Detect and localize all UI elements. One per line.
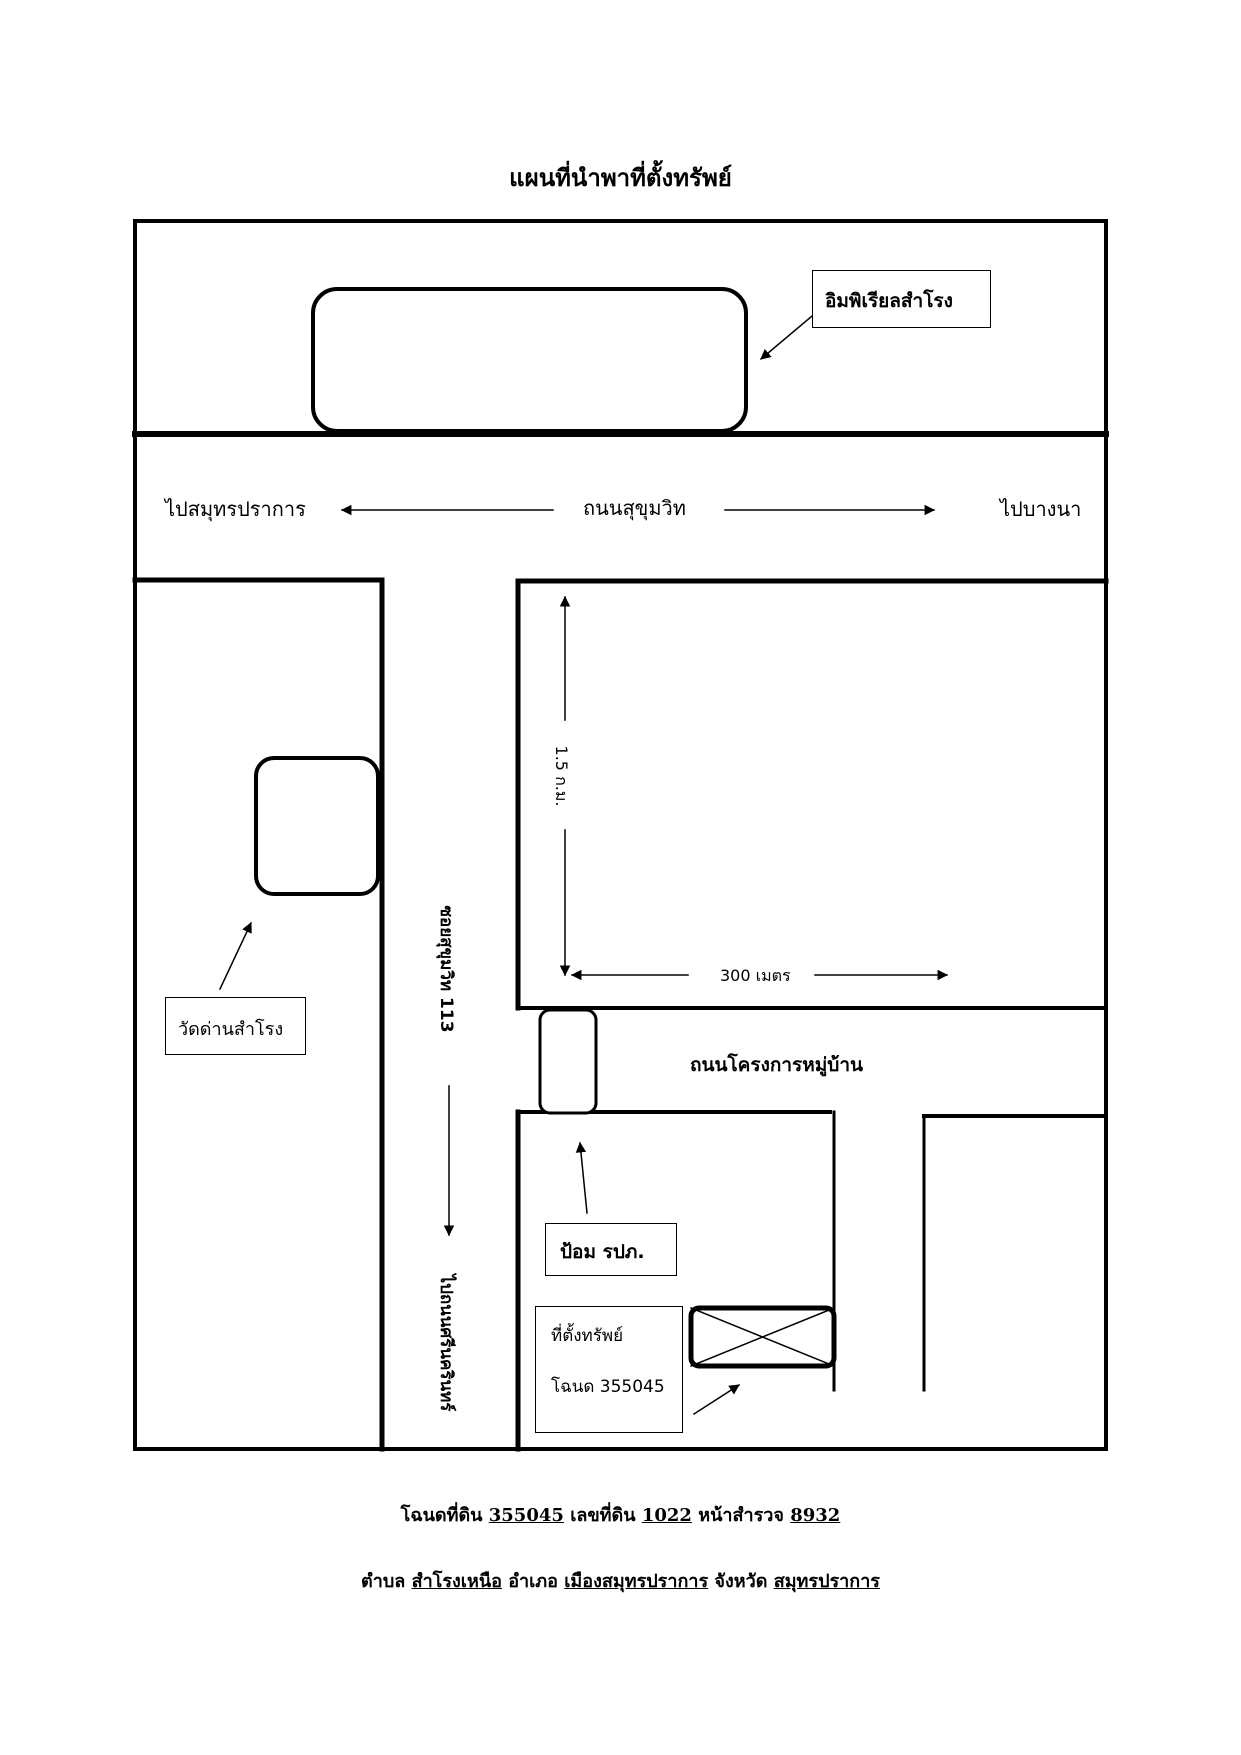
soi-label: ซอยสุขุมวิท 113 [436, 905, 456, 1033]
survey-number: 8932 [790, 1505, 841, 1526]
temple-building [254, 756, 380, 896]
subdistrict-label: ตำบล [361, 1571, 406, 1592]
land-number: 1022 [641, 1505, 692, 1526]
footer-location-line: ตำบล สำโรงเหนือ อำเภอ เมืองสมุทรปราการ จ… [0, 1566, 1241, 1595]
police-box-label: ป้อม รปภ. [560, 1241, 645, 1263]
district-label: อำเภอ [508, 1571, 558, 1592]
arrow-property-callout [692, 1383, 741, 1416]
footer-deed-line: โฉนดที่ดิน 355045 เลขที่ดิน 1022 หน้าสำร… [0, 1500, 1241, 1529]
district-value: เมืองสมุทรปราการ [564, 1571, 709, 1592]
province-label: จังหวัด [714, 1571, 768, 1592]
to-bang-na-label: ไปบางนา [1000, 497, 1082, 521]
province-value: สมุทรปราการ [773, 1571, 880, 1592]
to-theparak-label: ไปถนนศรีนครินทร์ [436, 1274, 456, 1412]
deed-number: 355045 [488, 1505, 564, 1526]
police-box-building [538, 1008, 598, 1115]
temple-label: วัดด่านสำโรง [178, 1019, 284, 1040]
survey-label: หน้าสำรวจ [698, 1505, 784, 1526]
imperial-callout [812, 270, 991, 328]
arrow-temple-callout [219, 922, 252, 990]
imperial-building [311, 287, 748, 433]
distance-vertical-label: 1.5 ก.ม. [552, 745, 571, 807]
property-callout [535, 1306, 683, 1433]
village-road-label: ถนนโครงการหมู่บ้าน [690, 1054, 864, 1076]
arrow-police-callout [575, 1141, 588, 1214]
sukhumvit-road-label: ถนนสุขุมวิท [583, 496, 686, 520]
property-cross-2 [690, 1307, 835, 1367]
distance-horizontal-label: 300 เมตร [720, 966, 791, 985]
property-label-line1: ที่ตั้งทรัพย์ [551, 1326, 624, 1346]
map-frame [133, 219, 1108, 1451]
police-box-callout [545, 1223, 677, 1276]
map-title: แผนที่นำพาที่ตั้งทรัพย์ [509, 163, 732, 192]
land-number-label: เลขที่ดิน [570, 1505, 636, 1526]
deed-label: โฉนดที่ดิน [400, 1505, 483, 1526]
temple-callout [165, 997, 306, 1055]
property-label-line2: โฉนด 355045 [551, 1377, 665, 1397]
imperial-label: อิมพิเรียลสำโรง [825, 290, 953, 312]
arrow-imperial-callout [759, 314, 814, 361]
to-samut-prakan-label: ไปสมุทรปราการ [165, 497, 306, 521]
subdistrict-value: สำโรงเหนือ [411, 1571, 502, 1592]
